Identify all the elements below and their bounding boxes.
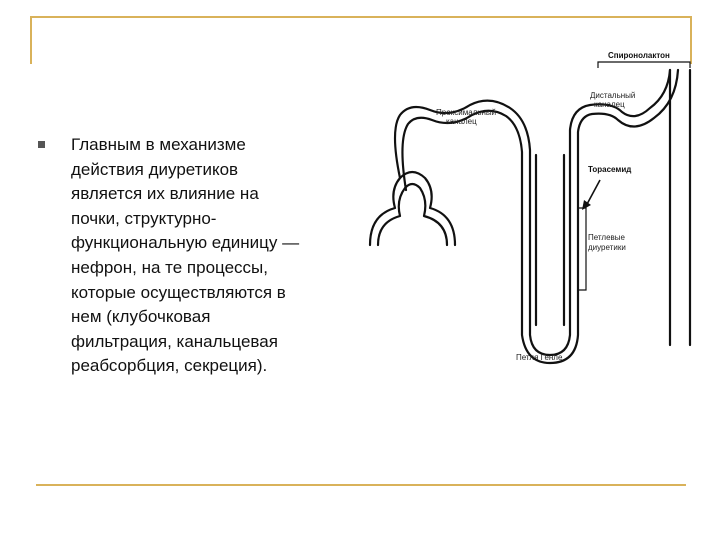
label-loop-diuretics-1: Петлевые xyxy=(588,233,626,242)
spironolactone-bracket xyxy=(598,62,690,68)
label-proximal-2: каналец xyxy=(446,117,477,126)
label-distal-1: Дистальный xyxy=(590,91,635,100)
loop-diuretics-bracket xyxy=(578,208,586,290)
label-loop-diuretics-2: диуретики xyxy=(588,243,626,252)
frame-left-line xyxy=(30,16,32,64)
label-distal-2: каналец xyxy=(594,100,625,109)
label-torasemide: Торасемид xyxy=(588,165,631,174)
bullet-square-icon xyxy=(38,141,45,148)
label-loop-henle: Петля Генле xyxy=(516,353,563,362)
bullet-text: Главным в механизме действия диуретиков … xyxy=(71,133,361,379)
label-spironolactone: Спиронолактон xyxy=(608,51,670,60)
glomerulus-inner xyxy=(378,184,447,245)
frame-bottom-line xyxy=(36,484,686,486)
label-proximal-1: Проксимальный xyxy=(436,108,496,117)
nephron-diagram: Проксимальный каналец Дистальный каналец… xyxy=(350,40,710,370)
torasemide-arrow xyxy=(586,180,600,206)
frame-top-line xyxy=(30,16,692,18)
